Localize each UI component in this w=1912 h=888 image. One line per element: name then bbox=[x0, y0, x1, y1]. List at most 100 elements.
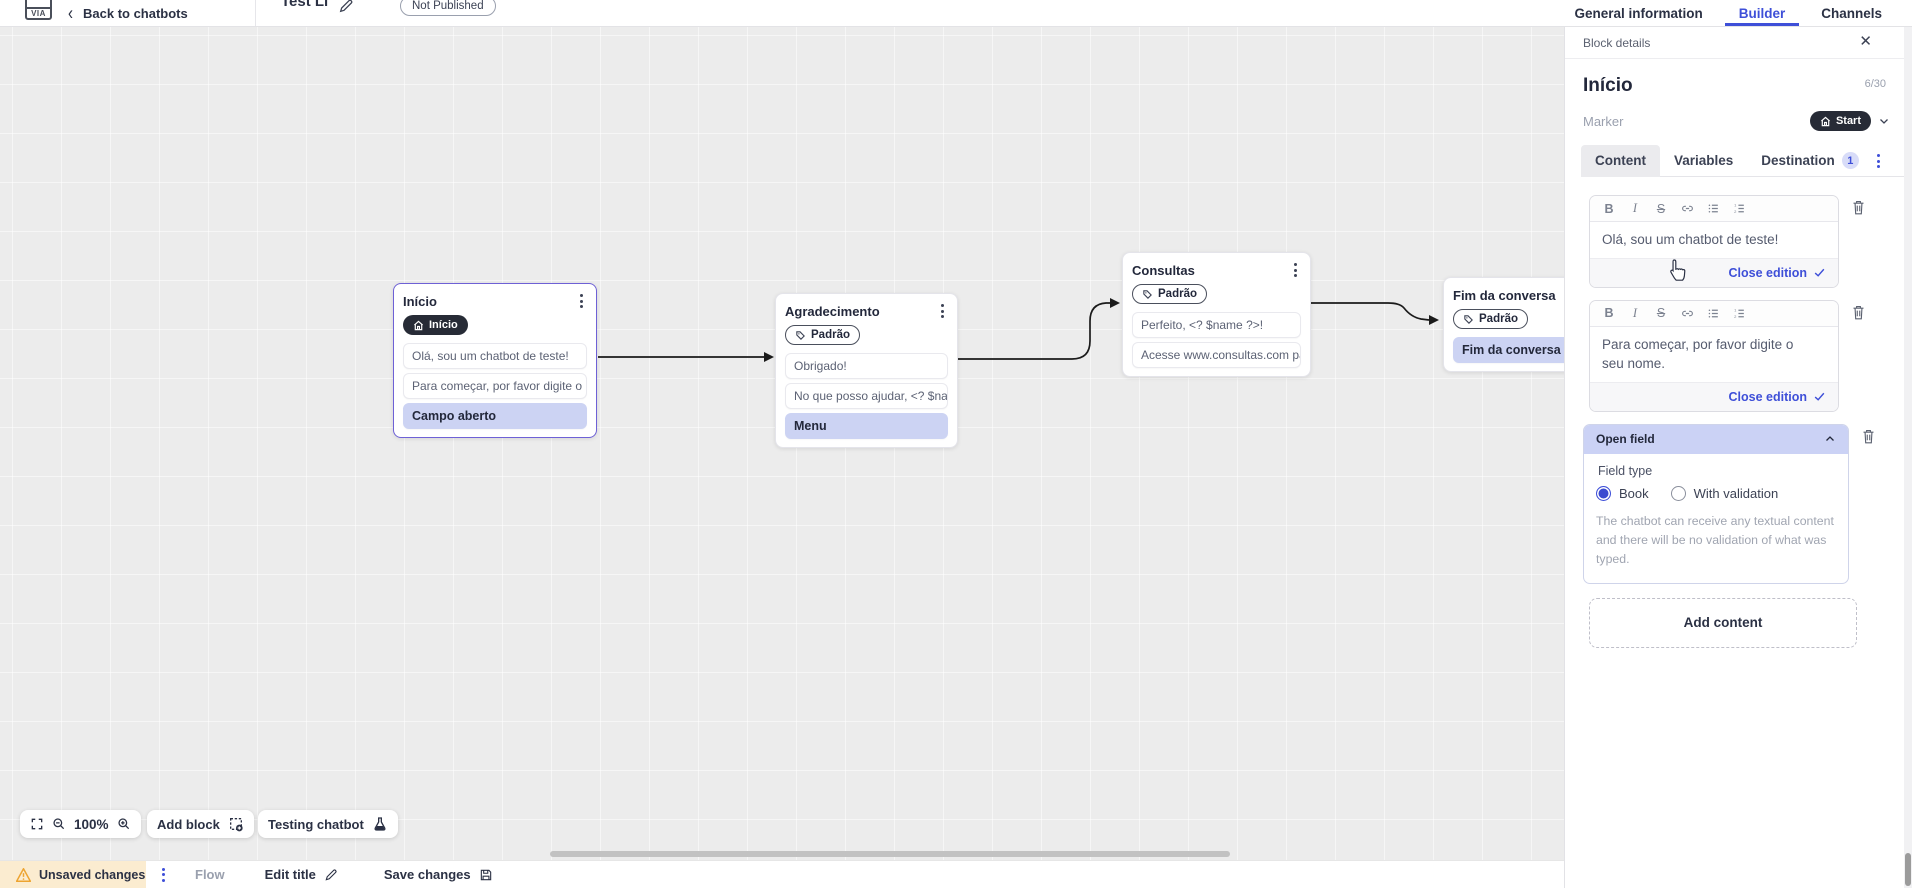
warning-icon bbox=[16, 867, 31, 882]
zoom-out-icon[interactable] bbox=[52, 817, 66, 831]
tab-builder[interactable]: Builder bbox=[1724, 0, 1799, 26]
block-row[interactable]: Acesse www.consultas.com par... bbox=[1132, 341, 1301, 368]
panel-tabs: Content Variables Destination 1 bbox=[1581, 144, 1912, 281]
testing-chatbot-button[interactable]: Testing chatbot bbox=[258, 810, 398, 838]
marker-pill-label: Padrão bbox=[1158, 288, 1197, 300]
flow-canvas[interactable]: Início Início Olá, sou um chatbot de tes… bbox=[0, 27, 1564, 860]
block-row[interactable]: Para começar, por favor digite o ... bbox=[403, 372, 587, 399]
tab-destination[interactable]: Destination 1 bbox=[1747, 145, 1873, 177]
close-edition-button[interactable]: Close edition bbox=[1728, 389, 1807, 404]
block-menu-icon[interactable] bbox=[937, 302, 948, 320]
marker-start-label: Start bbox=[1835, 115, 1861, 127]
strikethrough-icon[interactable]: S bbox=[1656, 201, 1666, 216]
block-menu-icon[interactable] bbox=[576, 292, 587, 310]
statusbar-menu-icon[interactable] bbox=[158, 866, 169, 884]
fit-screen-icon[interactable] bbox=[30, 817, 44, 831]
block-menu-icon[interactable] bbox=[1290, 261, 1301, 279]
field-type-description: The chatbot can receive any textual cont… bbox=[1596, 513, 1834, 566]
tab-content[interactable]: Content bbox=[1581, 144, 1660, 177]
block-row-menu[interactable]: Menu bbox=[785, 412, 948, 439]
name-char-counter: 6/30 bbox=[1864, 78, 1886, 90]
strikethrough-icon[interactable]: S bbox=[1656, 306, 1666, 321]
bold-icon[interactable]: B bbox=[1604, 201, 1614, 216]
marker-label: Marker bbox=[1583, 113, 1624, 129]
chatbot-title[interactable]: Test Li bbox=[281, 0, 329, 10]
vertical-scrollbar[interactable] bbox=[1904, 27, 1912, 888]
home-icon bbox=[1820, 116, 1830, 126]
link-icon[interactable] bbox=[1676, 303, 1698, 323]
chevron-down-icon[interactable] bbox=[1878, 115, 1890, 127]
chevron-up-icon[interactable] bbox=[1824, 433, 1836, 445]
edit-title-icon[interactable] bbox=[338, 0, 354, 14]
tag-icon bbox=[796, 330, 805, 340]
add-block-label: Add block bbox=[157, 816, 220, 832]
add-block-button[interactable]: Add block bbox=[147, 810, 254, 838]
bold-icon[interactable]: B bbox=[1604, 306, 1614, 321]
marker-pill: Padrão bbox=[1132, 284, 1207, 304]
link-icon[interactable] bbox=[1676, 199, 1698, 219]
radio-selected-icon bbox=[1596, 485, 1611, 501]
block-row[interactable]: No que posso ajudar, <? $name ... bbox=[785, 382, 948, 409]
tab-general-information[interactable]: General information bbox=[1574, 5, 1703, 21]
vertical-scrollbar-thumb[interactable] bbox=[1905, 853, 1911, 886]
italic-icon[interactable]: I bbox=[1632, 305, 1638, 320]
panel-menu-icon[interactable] bbox=[1873, 152, 1884, 170]
radio-option-with-validation[interactable]: With validation bbox=[1670, 485, 1778, 501]
svg-text:2: 2 bbox=[1734, 209, 1737, 214]
block-row[interactable]: Perfeito, <? $name ?>! bbox=[1132, 311, 1301, 338]
message-text[interactable]: Para começar, por favor digite o seu nom… bbox=[1602, 336, 1794, 372]
delete-content-icon[interactable] bbox=[1851, 199, 1866, 216]
flow-view-button[interactable]: Flow bbox=[195, 867, 225, 882]
svg-text:2: 2 bbox=[1734, 313, 1737, 318]
panel-header-title: Block details bbox=[1583, 35, 1651, 50]
start-marker-pill: Início bbox=[403, 315, 468, 335]
app-logo-text: VIA bbox=[27, 7, 50, 18]
tab-variables[interactable]: Variables bbox=[1674, 153, 1734, 168]
delete-content-icon[interactable] bbox=[1851, 304, 1866, 321]
bullet-list-icon[interactable] bbox=[1702, 199, 1724, 219]
marker-pill-label: Início bbox=[429, 319, 458, 331]
italic-icon[interactable]: I bbox=[1632, 201, 1638, 215]
block-row[interactable]: Obrigado! bbox=[785, 352, 948, 379]
tab-channels[interactable]: Channels bbox=[1821, 5, 1882, 21]
zoom-controls: 100% bbox=[20, 810, 141, 838]
bullet-list-icon[interactable] bbox=[1702, 303, 1724, 323]
flow-block-inicio[interactable]: Início Início Olá, sou um chatbot de tes… bbox=[393, 283, 597, 438]
zoom-in-icon[interactable] bbox=[117, 817, 131, 831]
horizontal-scrollbar[interactable] bbox=[550, 851, 1230, 857]
delete-content-icon[interactable] bbox=[1861, 428, 1876, 445]
flow-block-fim-da-conversa[interactable]: Fim da conversa Padrão Fim da conversa bbox=[1443, 277, 1564, 372]
topbar-divider bbox=[255, 0, 256, 26]
flow-block-consultas[interactable]: Consultas Padrão Perfeito, <? $name ?>! … bbox=[1122, 252, 1311, 377]
edit-title-button[interactable]: Edit title bbox=[265, 867, 338, 882]
back-label: Back to chatbots bbox=[83, 5, 188, 21]
save-changes-button[interactable]: Save changes bbox=[384, 867, 493, 882]
open-field-header[interactable]: Open field bbox=[1584, 424, 1848, 454]
block-row[interactable]: Olá, sou um chatbot de teste! bbox=[403, 342, 587, 369]
marker-pill-label: Padrão bbox=[811, 329, 850, 341]
radio-option-book[interactable]: Book bbox=[1596, 485, 1649, 501]
block-row-open-field[interactable]: Campo aberto bbox=[403, 402, 587, 429]
block-name-field[interactable]: Início bbox=[1583, 75, 1633, 96]
message-text[interactable]: Olá, sou um chatbot de teste! bbox=[1602, 232, 1779, 247]
close-edition-button[interactable]: Close edition bbox=[1728, 265, 1807, 280]
marker-pill: Padrão bbox=[1453, 309, 1528, 329]
marker-start-pill[interactable]: Start bbox=[1809, 111, 1871, 131]
save-changes-label: Save changes bbox=[383, 867, 471, 882]
flow-block-agradecimento[interactable]: Agradecimento Padrão Obrigado! No que po… bbox=[775, 293, 958, 448]
top-bar: VIA ‹ Back to chatbots Test Li Not Publi… bbox=[0, 0, 1912, 27]
block-row-end[interactable]: Fim da conversa bbox=[1453, 336, 1564, 363]
back-to-chatbots-button[interactable]: ‹ Back to chatbots bbox=[68, 0, 188, 26]
close-panel-icon[interactable]: ✕ bbox=[1859, 33, 1872, 50]
add-content-button[interactable]: Add content bbox=[1589, 597, 1857, 648]
bottom-status-bar: Unsaved changes Flow Edit title Save cha… bbox=[0, 860, 1564, 888]
open-field-card: Open field Field type Book Wi bbox=[1583, 423, 1849, 584]
app-logo[interactable]: VIA bbox=[25, 0, 52, 20]
tag-icon bbox=[1143, 289, 1152, 299]
chevron-left-icon: ‹ bbox=[68, 1, 73, 25]
tag-icon bbox=[1464, 314, 1473, 324]
